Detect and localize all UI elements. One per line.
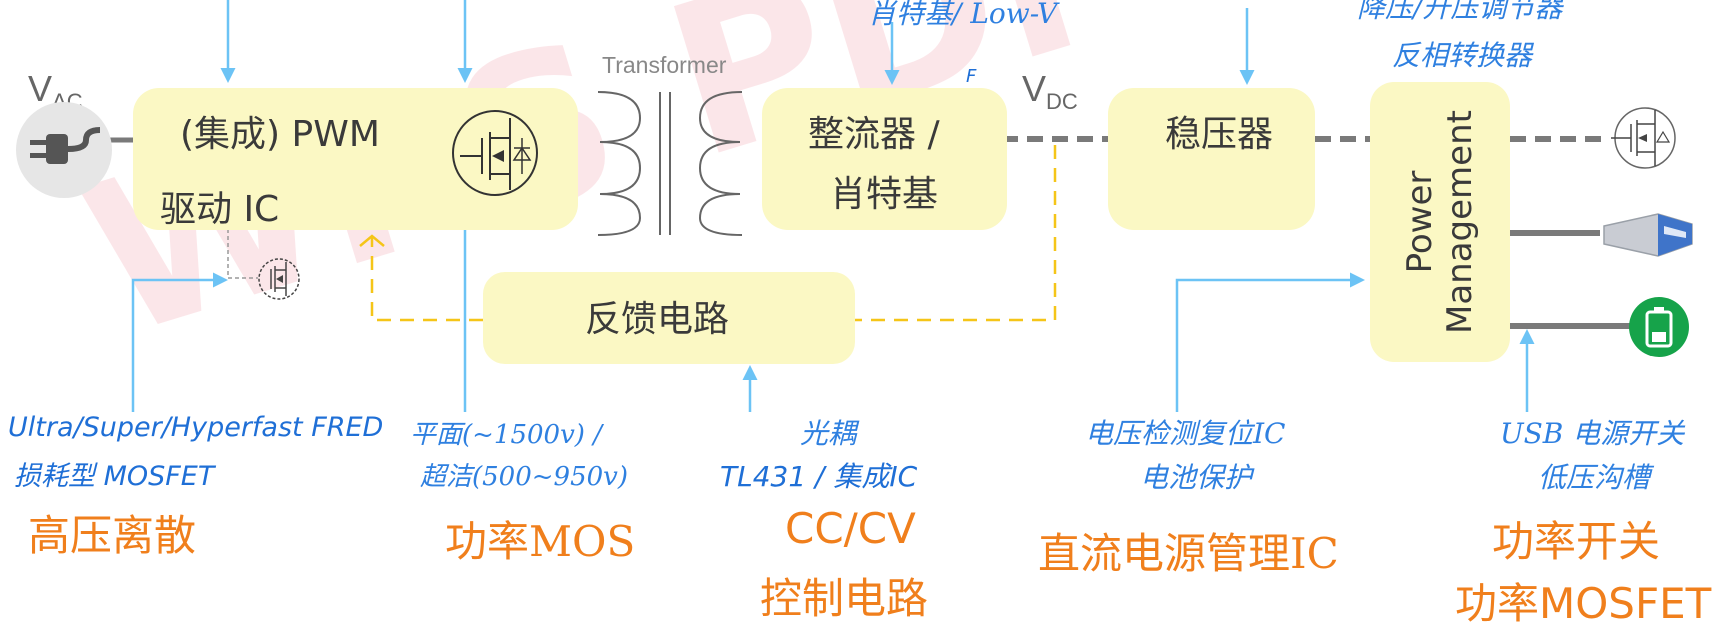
cccv-note-line1: 光耦 <box>800 417 857 450</box>
hv-title: 高压离散 <box>28 511 197 560</box>
small-mosfet-icon <box>258 258 300 300</box>
f-mark: F <box>966 66 977 87</box>
feedback-block <box>483 272 855 364</box>
mos-note-line2: 超洁(500~950v) <box>420 462 629 492</box>
power-management-block <box>1370 82 1510 362</box>
vdc-label: VDC <box>1022 68 1078 115</box>
transformer-label: Transformer <box>602 52 727 78</box>
pm-note-line1: 降压/升压调节器 <box>1357 0 1563 24</box>
rectifier-line2: 肖特基 <box>830 174 939 215</box>
rectifier-block <box>762 88 1007 230</box>
arrow-hv-discrete <box>131 272 228 412</box>
battery-icon <box>1629 297 1689 357</box>
pwm-line1: (集成) PWM <box>180 114 380 155</box>
power-management-label: Power Management <box>1400 110 1480 334</box>
mos-title: 功率MOS <box>445 517 636 566</box>
plug-icon <box>16 102 112 198</box>
regulator-block <box>1108 88 1315 230</box>
cccv-title-line1: CC/CV <box>785 504 916 553</box>
feedback-line-right <box>855 145 1057 322</box>
sw-title-line2: 功率MOSFET <box>1455 579 1712 628</box>
cccv-title-line2: 控制电路 <box>760 574 929 623</box>
transformer-icon <box>597 91 743 236</box>
rectifier-line1: 整流器 / <box>808 114 940 155</box>
output-mosfet-icon <box>1611 107 1676 169</box>
arrow-dc-pm <box>1175 272 1365 412</box>
cccv-note-line2: TL431 / 集成IC <box>720 460 918 493</box>
pm-note-line2: 反相转换器 <box>1392 39 1533 72</box>
mos-note-line1: 平面(~1500v) / <box>410 420 602 450</box>
rectifier-note: 肖特基/ Low-V <box>868 0 1058 30</box>
hv-note-line1: Ultra/Super/Hyperfast FRED <box>8 412 384 443</box>
feedback-label: 反馈电路 <box>585 299 730 340</box>
pwm-line2: 驱动 IC <box>160 189 280 230</box>
sw-note-line2: 低压沟槽 <box>1538 461 1651 494</box>
sw-title-line1: 功率开关 <box>1492 517 1661 566</box>
dc-note-line2: 电池保护 <box>1140 461 1253 494</box>
sw-note-line1: USB 电源开关 <box>1500 417 1685 450</box>
mosfet-icon <box>452 110 538 196</box>
regulator-label: 稳压器 <box>1165 114 1274 155</box>
hv-note-line2: 损耗型 MOSFET <box>14 461 215 492</box>
dc-note-line1: 电压检测复位IC <box>1085 417 1286 450</box>
feedback-line-left <box>370 236 483 322</box>
dc-title: 直流电源管理IC <box>1038 529 1339 578</box>
usb-connector-icon <box>1603 213 1693 257</box>
